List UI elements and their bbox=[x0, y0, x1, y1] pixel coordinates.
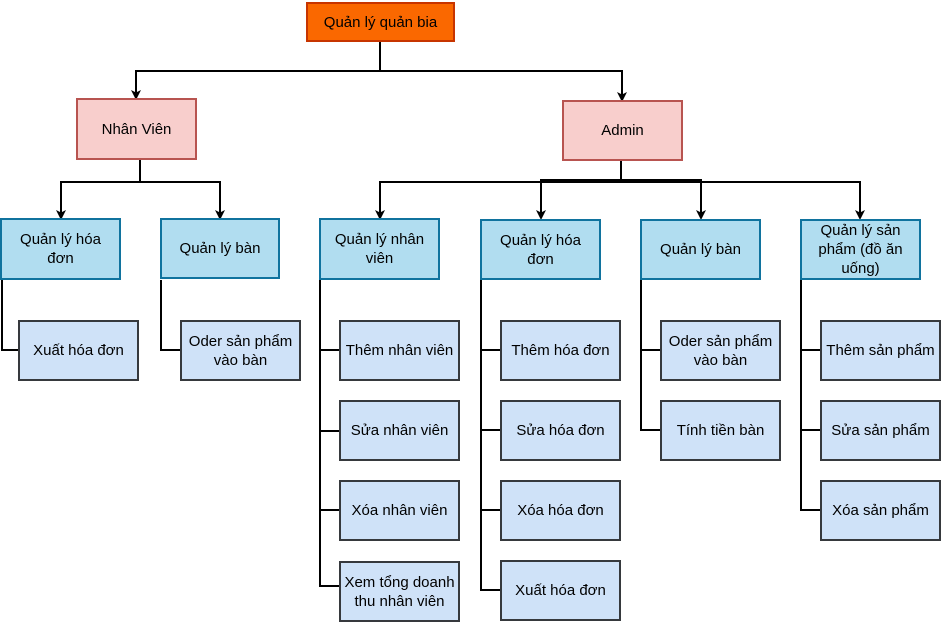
admin-group-san-pham[interactable]: Quản lý sản phẩm (đồ ăn uống) bbox=[800, 219, 921, 280]
admin-group-label: Quản lý nhân viên bbox=[334, 231, 425, 267]
admin-group-ban[interactable]: Quản lý bàn bbox=[640, 219, 761, 280]
nv-group-ban-label: Quản lý bàn bbox=[179, 240, 261, 257]
admin-group-hoa-don[interactable]: Quản lý hóa đơn bbox=[480, 219, 601, 280]
admin-item-oder-san-pham[interactable]: Oder sản phẩm vào bàn bbox=[660, 320, 781, 381]
admin-item-label: Xóa sản phẩm bbox=[832, 502, 929, 519]
admin-item-sua-hoa-don[interactable]: Sửa hóa đơn bbox=[500, 400, 621, 461]
admin-group-label: Quản lý hóa đơn bbox=[500, 231, 581, 268]
role-nhan-vien-label: Nhân Viên bbox=[101, 120, 172, 138]
edge-root-to-admin bbox=[379, 42, 627, 102]
edge-nhan-vien-to-ban bbox=[139, 160, 225, 220]
admin-group-label: Quản lý bàn bbox=[660, 241, 741, 258]
edge-admin-to-san-pham-group bbox=[620, 161, 865, 220]
admin-item-label: Thêm nhân viên bbox=[345, 342, 454, 359]
role-admin-label: Admin bbox=[601, 122, 644, 139]
admin-item-label: Thêm sản phẩm bbox=[826, 342, 935, 359]
admin-group-nhan-vien[interactable]: Quản lý nhân viên bbox=[319, 218, 440, 280]
nv-item-label: Xuất hóa đơn bbox=[33, 342, 124, 359]
edge-root-to-nhan-vien bbox=[131, 42, 381, 100]
admin-item-label: Sửa hóa đơn bbox=[516, 422, 605, 439]
edge-admin-to-nhan-vien-group bbox=[375, 161, 622, 220]
nv-group-hoa-don-label: Quản lý hóa đơn bbox=[20, 231, 101, 267]
root-label: Quản lý quản bia bbox=[323, 13, 438, 31]
admin-item-label: Xem tổng doanh thu nhân viên bbox=[344, 573, 455, 610]
admin-item-label: Xóa hóa đơn bbox=[517, 502, 604, 519]
admin-item-them-hoa-don[interactable]: Thêm hóa đơn bbox=[500, 320, 621, 381]
edge-nhan-vien-to-hoa-don bbox=[56, 160, 141, 220]
admin-item-them-nhan-vien[interactable]: Thêm nhân viên bbox=[339, 320, 460, 381]
admin-item-label: Tính tiền bàn bbox=[676, 422, 765, 439]
edge-admin-hoa-don-items bbox=[480, 280, 500, 591]
edge-nv-ban-items bbox=[160, 280, 180, 351]
admin-item-label: Oder sản phẩm vào bàn bbox=[668, 332, 773, 369]
admin-group-label: Quản lý sản phẩm (đồ ăn uống) bbox=[818, 222, 903, 277]
admin-item-sua-nhan-vien[interactable]: Sửa nhân viên bbox=[339, 400, 460, 461]
edge-admin-san-pham-items bbox=[800, 280, 820, 511]
role-admin[interactable]: Admin bbox=[562, 100, 683, 161]
admin-item-xuat-hoa-don[interactable]: Xuất hóa đơn bbox=[500, 560, 621, 621]
admin-item-label: Xuất hóa đơn bbox=[515, 582, 606, 599]
admin-item-xem-doanh-thu[interactable]: Xem tổng doanh thu nhân viên bbox=[339, 561, 460, 622]
edge-admin-nhan-vien-items bbox=[319, 280, 339, 587]
admin-item-xoa-hoa-don[interactable]: Xóa hóa đơn bbox=[500, 480, 621, 541]
admin-item-label: Xóa nhân viên bbox=[351, 502, 448, 519]
edge-nv-hoa-don-items bbox=[1, 280, 18, 351]
role-nhan-vien[interactable]: Nhân Viên bbox=[76, 98, 197, 160]
edge-admin-to-ban-group bbox=[620, 161, 706, 220]
admin-item-label: Sửa nhân viên bbox=[350, 422, 449, 439]
admin-item-sua-san-pham[interactable]: Sửa sản phẩm bbox=[820, 400, 941, 461]
admin-item-them-san-pham[interactable]: Thêm sản phẩm bbox=[820, 320, 941, 381]
edge-admin-ban-items bbox=[640, 280, 660, 431]
nv-item-oder-san-pham[interactable]: Oder sản phẩm vào bàn bbox=[180, 320, 301, 381]
nv-group-ban[interactable]: Quản lý bàn bbox=[160, 218, 280, 279]
nv-item-label: Oder sản phẩm vào bàn bbox=[188, 332, 293, 369]
admin-item-xoa-san-pham[interactable]: Xóa sản phẩm bbox=[820, 480, 941, 541]
admin-item-tinh-tien-ban[interactable]: Tính tiền bàn bbox=[660, 400, 781, 461]
nv-item-xuat-hoa-don[interactable]: Xuất hóa đơn bbox=[18, 320, 139, 381]
nv-group-hoa-don[interactable]: Quản lý hóa đơn bbox=[0, 218, 121, 280]
admin-item-xoa-nhan-vien[interactable]: Xóa nhân viên bbox=[339, 480, 460, 541]
admin-item-label: Thêm hóa đơn bbox=[511, 342, 610, 359]
root-node[interactable]: Quản lý quản bia bbox=[306, 2, 455, 42]
admin-item-label: Sửa sản phẩm bbox=[831, 422, 930, 439]
edge-admin-to-hoa-don-group bbox=[536, 161, 622, 220]
